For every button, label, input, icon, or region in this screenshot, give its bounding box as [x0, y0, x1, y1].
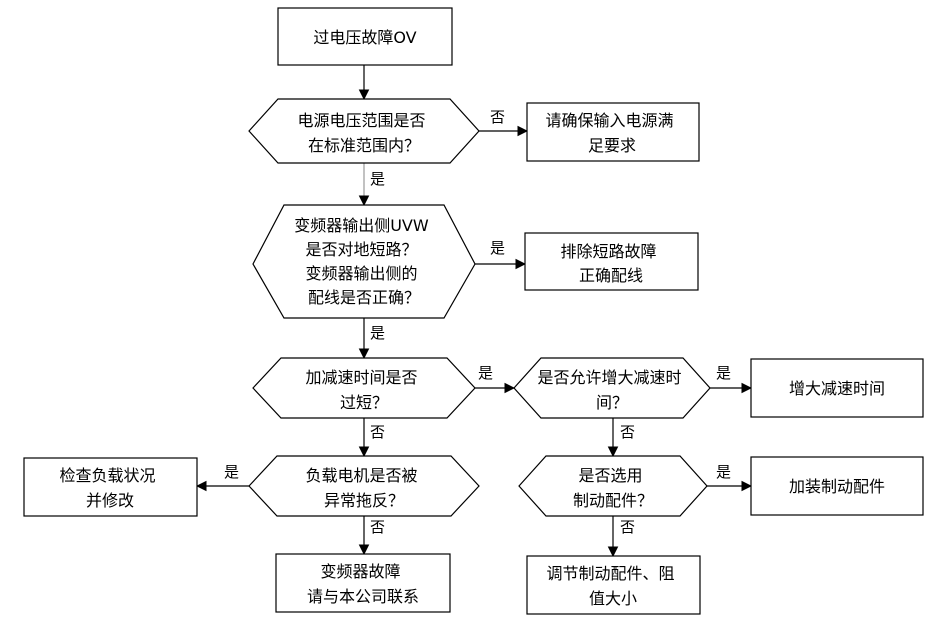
node-q-allow-text: 是否允许增大减速时 间？ — [537, 368, 686, 412]
connectors — [195, 65, 753, 558]
node-end-fault-line: 变频器故障 — [320, 562, 400, 581]
node-a-check-line: 检查负载状况 — [59, 466, 155, 485]
edge-label-brake-no: 否 — [620, 518, 635, 536]
edge-label-motor-no: 否 — [370, 518, 385, 536]
node-q-accel: 加减速时间是否 过短？ — [252, 357, 476, 419]
node-a-check-text: 检查负载状况 并修改 — [59, 466, 160, 510]
node-start: 过电压故障OV — [277, 7, 453, 66]
edge-label-supply-no: 否 — [490, 108, 505, 126]
node-q-allow-line: 是否允许增大减速时 — [537, 368, 681, 387]
node-q-accel-line: 过短？ — [340, 393, 388, 412]
node-a-increase-line: 增大减速时间 — [789, 379, 885, 398]
node-q-brake-text: 是否选用 制动配件？ — [573, 466, 653, 510]
edge-label-short-yes-down: 是 — [370, 324, 385, 342]
node-q-brake: 是否选用 制动配件？ — [518, 455, 708, 517]
edge-label-motor-yes: 是 — [224, 463, 239, 481]
node-a-increase-text: 增大减速时间 — [789, 379, 885, 398]
edge-label-short-yes-right: 是 — [490, 239, 505, 257]
node-q-short: 变频器输出侧UVW 是否对地短路？ 变频器输出侧的 配线是否正确？ — [252, 204, 476, 319]
edge-label-accel-no: 否 — [370, 423, 385, 441]
node-q-short-line: 变频器输出侧的 — [305, 264, 417, 283]
node-start-line: 过电压故障OV — [313, 28, 416, 47]
edge-labels: 否 是 是 是 是 否 是 否 是 否 是 否 — [224, 108, 731, 536]
node-q-supply-text: 电源电压范围是否 在标准范围内？ — [297, 111, 430, 155]
node-q-accel-text: 加减速时间是否 过短？ — [305, 368, 422, 412]
node-q-motor-text: 负载电机是否被 异常拖反？ — [305, 466, 422, 510]
node-q-short-line: 变频器输出侧UVW — [294, 216, 429, 235]
node-q-short-line: 配线是否正确？ — [308, 288, 420, 307]
edge-label-brake-yes: 是 — [716, 463, 731, 481]
edge-label-supply-yes: 是 — [370, 170, 385, 188]
node-end-fault: 变频器故障 请与本公司联系 — [275, 553, 451, 613]
node-q-brake-line: 制动配件？ — [573, 491, 653, 510]
node-q-motor-line: 异常拖反？ — [324, 491, 404, 510]
node-a-supply-line: 请确保输入电源满 — [545, 111, 673, 130]
node-q-supply: 电源电压范围是否 在标准范围内？ — [248, 98, 480, 164]
node-a-brake-install-line: 加装制动配件 — [789, 477, 885, 496]
edge-label-accel-yes: 是 — [478, 364, 493, 382]
node-q-motor-line: 负载电机是否被 — [305, 466, 417, 485]
node-a-short: 排除短路故障 正确配线 — [524, 232, 699, 291]
node-a-check: 检查负载状况 并修改 — [23, 457, 198, 517]
node-a-short-text: 排除短路故障 正确配线 — [560, 242, 661, 285]
node-q-allow: 是否允许增大减速时 间？ — [513, 357, 711, 419]
node-q-motor: 负载电机是否被 异常拖反？ — [248, 455, 480, 517]
node-a-adjust-line: 值大小 — [589, 589, 637, 608]
node-a-brake-install: 加装制动配件 — [750, 456, 924, 516]
node-a-supply: 请确保输入电源满 足要求 — [526, 102, 700, 162]
node-end-fault-text: 变频器故障 请与本公司联系 — [307, 562, 419, 606]
node-a-supply-line: 足要求 — [588, 136, 636, 155]
node-a-supply-text: 请确保输入电源满 足要求 — [545, 111, 678, 155]
node-a-short-line: 正确配线 — [579, 266, 643, 285]
node-a-short-line: 排除短路故障 — [560, 242, 656, 261]
node-a-adjust-line: 调节制动配件、阻 — [546, 564, 674, 583]
edge-label-allow-no: 否 — [620, 423, 635, 441]
node-q-short-text: 变频器输出侧UVW 是否对地短路？ 变频器输出侧的 配线是否正确？ — [294, 216, 434, 307]
node-q-short-line: 是否对地短路？ — [305, 240, 417, 259]
node-q-supply-line: 电源电压范围是否 — [297, 111, 425, 130]
node-q-brake-line: 是否选用 — [578, 466, 642, 485]
node-a-adjust: 调节制动配件、阻 值大小 — [526, 555, 701, 615]
node-end-fault-line: 请与本公司联系 — [307, 587, 419, 606]
node-q-allow-line: 间？ — [596, 393, 628, 412]
node-a-adjust-text: 调节制动配件、阻 值大小 — [546, 564, 679, 608]
node-a-brake-install-text: 加装制动配件 — [789, 477, 885, 496]
node-a-increase: 增大减速时间 — [750, 358, 924, 418]
node-q-supply-line: 在标准范围内？ — [308, 136, 420, 155]
node-a-check-line: 并修改 — [86, 491, 134, 510]
node-q-accel-line: 加减速时间是否 — [305, 368, 417, 387]
edge-label-allow-yes: 是 — [716, 364, 731, 382]
node-start-text: 过电压故障OV — [313, 28, 416, 47]
